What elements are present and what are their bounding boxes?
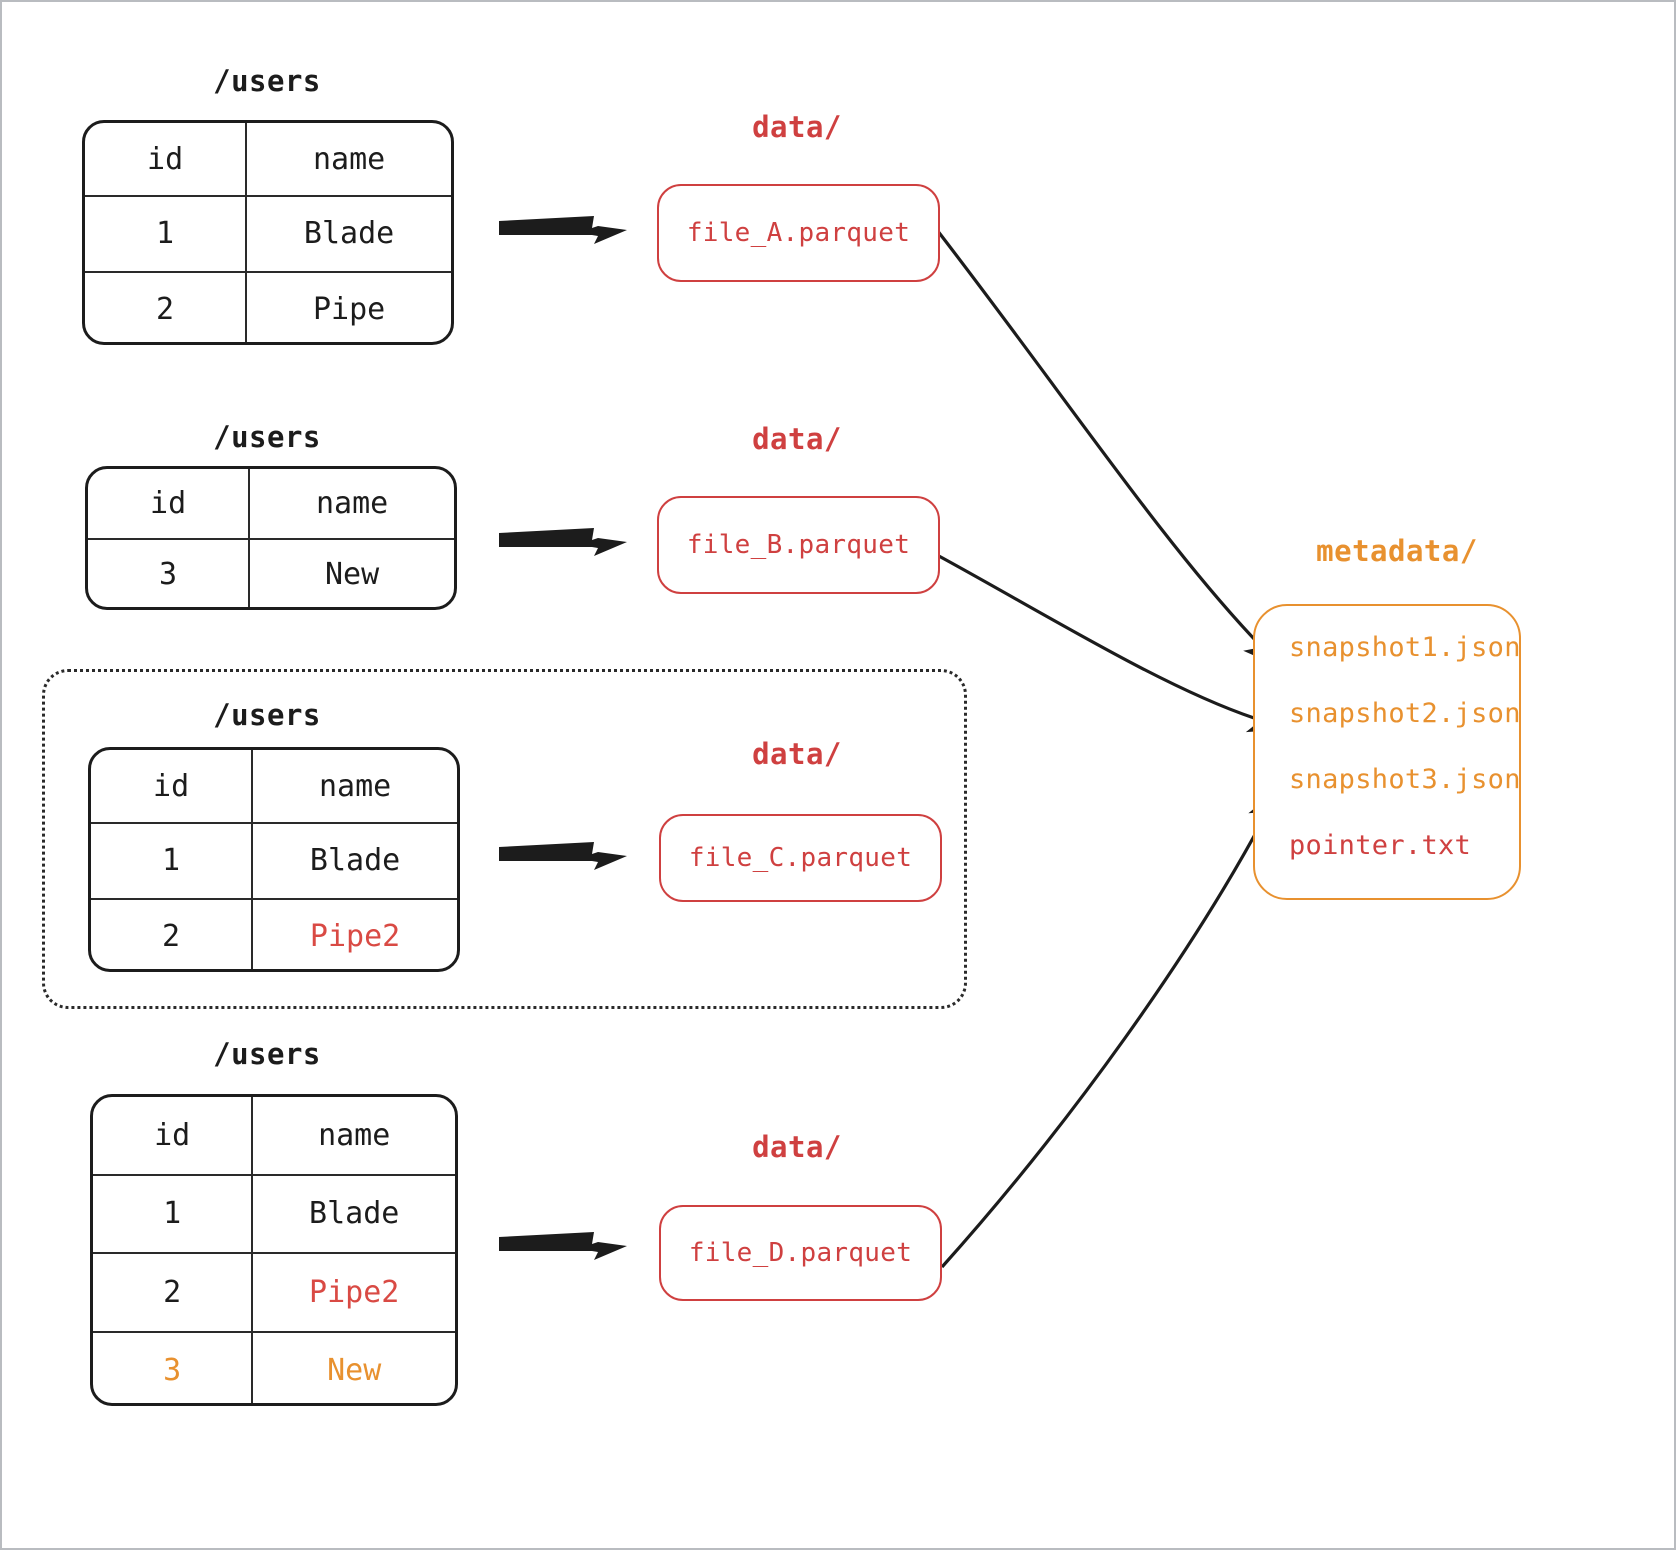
users-table-1: id name 1 Blade 2 Pipe [82,120,454,345]
file-box-3[interactable]: file_C.parquet [659,814,942,902]
table-row: 3 New [93,1330,455,1403]
header-name: name [245,123,451,196]
table-row: 1 Blade [85,195,451,271]
users-table-2: id name 3 New [85,466,457,610]
cell-id: 2 [162,918,181,954]
file-box-1[interactable]: file_A.parquet [657,184,940,282]
table-header-row: id name [91,750,457,823]
users-table-3: id name 1 Blade 2 Pipe2 [88,747,460,972]
metadata-item-snapshot2[interactable]: snapshot2.json [1289,698,1521,729]
file-label-1: file_A.parquet [686,218,911,248]
metadata-item-snapshot1[interactable]: snapshot1.json [1289,632,1521,663]
cell-name: Pipe2 [251,1254,455,1331]
header-id: id [154,1117,191,1153]
header-id: id [150,486,187,521]
link-file-d-to-snapshot3 [940,786,1281,1269]
cell-id: 1 [163,1196,182,1232]
table-row: 2 Pipe [85,270,451,342]
cell-name: Blade [245,197,451,271]
table-header-row: id name [85,123,451,196]
cell-name: New [251,1332,455,1403]
cell-id: 1 [156,216,175,252]
data-caption-4: data/ [752,1130,842,1164]
header-id: id [147,141,184,177]
metadata-box: snapshot1.json snapshot2.json snapshot3.… [1253,604,1521,900]
table-header-row: id name [93,1097,455,1174]
header-name: name [248,469,454,538]
table-caption-1: /users [213,64,321,98]
table-header-row: id name [88,469,454,538]
link-file-a-to-snapshot1 [935,229,1282,668]
cell-name: Blade [251,824,457,898]
table-row: 2 Pipe2 [91,897,457,969]
cell-id: 2 [156,291,175,327]
table-row: 1 Blade [93,1173,455,1252]
cell-id: 3 [163,1353,182,1389]
file-label-3: file_C.parquet [688,843,913,873]
table-caption-3: /users [213,698,321,732]
users-table-4: id name 1 Blade 2 Pipe2 3 New [90,1094,458,1406]
cell-name: Blade [251,1175,455,1252]
table-caption-2: /users [213,420,321,454]
cell-id: 1 [162,843,181,879]
metadata-caption: metadata/ [1316,534,1478,568]
file-box-2[interactable]: file_B.parquet [657,496,940,594]
data-caption-1: data/ [752,110,842,144]
header-name: name [251,1097,455,1174]
data-caption-2: data/ [752,422,842,456]
table-row: 1 Blade [91,822,457,898]
data-caption-3: data/ [752,737,842,771]
table-row: 2 Pipe2 [93,1252,455,1331]
cell-id: 3 [159,557,178,592]
cell-id: 2 [163,1274,182,1310]
cell-name: New [248,540,454,607]
cell-name: Pipe2 [251,899,457,969]
link-file-b-to-snapshot2 [936,553,1288,733]
table-caption-4: /users [213,1037,321,1071]
table-row: 3 New [88,538,454,607]
flow-arrow-group-4 [499,1232,627,1260]
flow-arrow-group-2 [499,528,627,556]
header-id: id [153,768,190,804]
file-label-2: file_B.parquet [686,530,911,560]
header-name: name [251,750,457,823]
metadata-item-snapshot3[interactable]: snapshot3.json [1289,764,1521,795]
flow-arrow-group-1 [499,216,627,244]
metadata-item-pointer[interactable]: pointer.txt [1289,830,1472,861]
file-box-4[interactable]: file_D.parquet [659,1205,942,1301]
highlight-group-3 [42,669,967,1009]
cell-name: Pipe [245,272,451,342]
file-label-4: file_D.parquet [688,1238,913,1268]
